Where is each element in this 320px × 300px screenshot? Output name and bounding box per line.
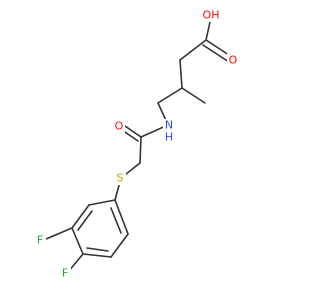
- acid-oxygen-label: O: [229, 54, 238, 67]
- bond-c2-c3: [179, 59, 183, 89]
- bond-camide-ch2: [139, 136, 142, 164]
- ring-bond-1: [88, 199, 116, 206]
- fluorine-3-label: F: [37, 234, 43, 247]
- ring-bond-4: [82, 253, 112, 258]
- bond-c3-c4: [157, 87, 183, 104]
- bond-c3-f: [45, 227, 73, 240]
- ring-bond-2-inner: [77, 210, 93, 231]
- ring-bond-4-inner: [86, 247, 109, 252]
- bond-c1-o-double-b: [202, 44, 230, 63]
- structure-drawing: OH O O N H S F F: [34, 8, 239, 280]
- molecule-canvas: OH O O N H S F F: [34, 8, 239, 280]
- ring-bond-5: [110, 233, 129, 258]
- fluorine-4-label: F: [62, 267, 68, 280]
- sulfur-label: S: [117, 172, 124, 185]
- bonds: [45, 21, 233, 273]
- bond-oh-c1: [205, 21, 211, 41]
- bond-camide-o-double-a: [124, 125, 142, 138]
- atom-labels: OH O O N H S F F: [34, 8, 239, 280]
- ring-bond-6-inner: [110, 207, 122, 234]
- bond-c1-c2: [179, 39, 207, 61]
- ring-bond-2: [71, 204, 90, 229]
- amide-nitrogen-label: N: [165, 119, 173, 132]
- amide-hydrogen-label: H: [165, 131, 173, 144]
- ring-bond-3: [71, 227, 84, 255]
- hydroxyl-label: OH: [203, 9, 220, 22]
- bond-c3-methyl: [181, 87, 206, 104]
- amide-oxygen-label: O: [115, 120, 124, 133]
- ring-bond-6: [114, 199, 129, 235]
